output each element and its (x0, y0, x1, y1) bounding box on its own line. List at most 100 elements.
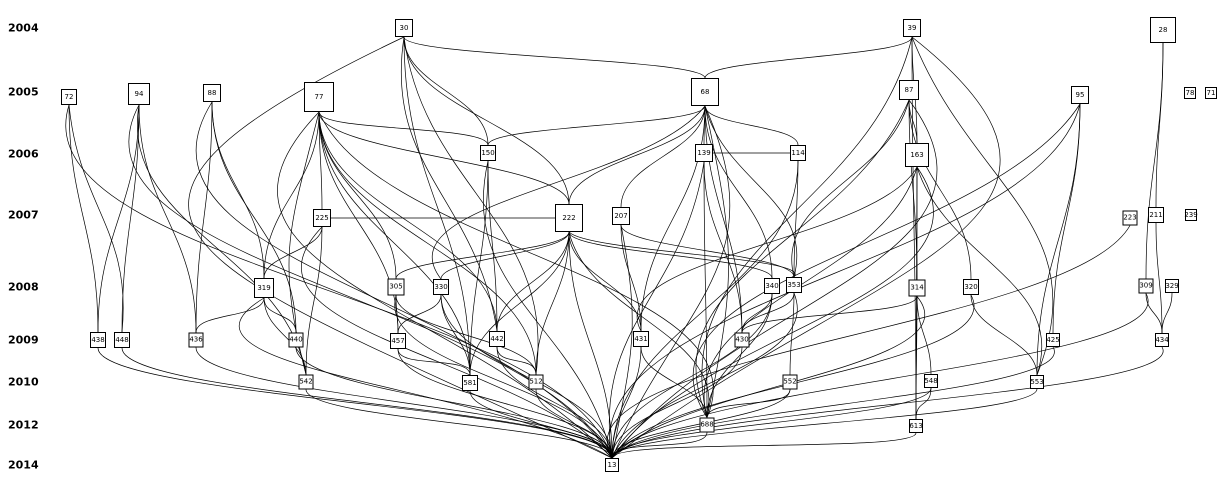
graph-edge-457-581 (397, 348, 471, 376)
graph-edge-330-13 (440, 294, 613, 459)
graph-edge-448-13 (121, 347, 613, 459)
graph-node-552: 552 (782, 374, 798, 390)
graph-edge-223-13 (607, 225, 1131, 459)
graph-edge-88-319 (211, 101, 265, 279)
graph-edge-222-581 (469, 231, 570, 376)
graph-node-71: 71 (1205, 87, 1217, 99)
graph-edge-77-688 (318, 111, 714, 418)
graph-edge-95-553 (1036, 103, 1081, 376)
year-label-2005: 2005 (8, 85, 39, 99)
graph-edge-330-457 (397, 294, 442, 334)
graph-node-95: 95 (1071, 86, 1089, 104)
graph-edge-442-13 (496, 346, 613, 459)
graph-edge-319-542 (263, 297, 307, 375)
graph-edge-442-512 (496, 346, 537, 375)
graph-edge-28-309 (1145, 42, 1164, 279)
graph-edge-340-13 (611, 293, 773, 459)
graph-edge-431-688 (640, 346, 708, 418)
graph-edge-30-442 (400, 36, 498, 332)
graph-edge-613-13 (611, 432, 917, 459)
graph-node-434: 434 (1155, 333, 1169, 347)
graph-edge-434-13 (611, 346, 1164, 459)
graph-edge-39-553 (911, 36, 1054, 376)
graph-edge-163-553 (916, 166, 1043, 376)
graph-node-163: 163 (905, 143, 929, 167)
graph-edge-30-222 (403, 36, 570, 205)
graph-edge-512-13 (535, 389, 613, 459)
graph-edge-139-13 (608, 161, 705, 459)
graph-edge-548-13 (611, 387, 932, 459)
graph-node-430: 430 (734, 332, 750, 348)
graph-edge-314-430 (741, 296, 918, 333)
graph-edge-542-13 (305, 389, 613, 459)
graph-edge-211-434 (1155, 222, 1163, 334)
graph-node-425: 425 (1046, 333, 1060, 347)
graph-edge-77-150 (318, 111, 489, 146)
graph-edge-207-431 (620, 224, 642, 332)
year-label-2009: 2009 (8, 333, 39, 347)
graph-edge-77-581 (318, 111, 471, 376)
graph-node-88: 88 (203, 84, 221, 102)
graph-edge-95-425 (1052, 103, 1081, 334)
graph-edge-222-340 (568, 231, 773, 279)
graph-node-319: 319 (254, 278, 274, 298)
graph-edge-688-13 (611, 432, 708, 459)
graph-edge-305-512 (395, 295, 537, 375)
graph-edge-305-13 (394, 295, 613, 459)
graph-edge-139-430 (703, 161, 743, 333)
graph-edge-68-431 (640, 105, 706, 332)
graph-edge-94-438 (97, 104, 140, 333)
graph-node-239: 239 (1184, 209, 1198, 221)
graph-edge-309-434 (1145, 293, 1163, 334)
graph-edge-319-436 (195, 297, 265, 333)
graph-node-688: 688 (699, 417, 715, 433)
graph-node-223: 223 (1122, 210, 1138, 226)
graph-edge-39-68 (704, 36, 913, 79)
graph-edge-320-553 (970, 294, 1038, 376)
graph-node-78: 78 (1184, 87, 1196, 99)
graph-edge-30-150 (403, 36, 489, 146)
graph-edge-222-442 (496, 231, 570, 332)
graph-edge-68-330 (431, 105, 706, 280)
graph-node-548: 548 (924, 374, 938, 388)
graph-edge-72-13 (65, 104, 613, 459)
graph-edge-68-353 (704, 105, 798, 278)
graph-edge-222-330 (440, 231, 570, 280)
graph-edge-30-581 (403, 36, 471, 376)
graph-edge-39-13 (611, 36, 1001, 459)
graph-node-225: 225 (313, 209, 331, 227)
graph-node-68: 68 (691, 78, 719, 106)
graph-node-139: 139 (695, 144, 713, 162)
graph-node-613: 613 (909, 419, 923, 433)
graph-node-438: 438 (90, 332, 106, 348)
graph-edge-30-68 (403, 36, 706, 79)
graph-edge-72-448 (68, 104, 124, 333)
graph-node-340: 340 (764, 278, 780, 294)
graph-edge-319-440 (263, 297, 297, 333)
graph-node-314: 314 (908, 279, 926, 297)
graph-edge-94-448 (121, 104, 140, 333)
graph-edge-353-552 (789, 292, 795, 375)
graph-edge-77-222 (318, 111, 570, 205)
graph-edge-68-430 (704, 105, 743, 333)
graph-node-94: 94 (128, 83, 150, 105)
graph-edge-222-431 (568, 231, 642, 332)
graph-edge-77-13 (277, 111, 613, 459)
graph-node-512: 512 (528, 374, 544, 390)
graph-edge-95-688 (692, 103, 1081, 418)
graph-edge-87-353 (791, 99, 910, 278)
graph-node-305: 305 (387, 278, 405, 296)
graph-edge-68-222 (568, 105, 706, 205)
graph-node-150: 150 (480, 145, 496, 161)
graph-edge-552-688 (706, 389, 791, 418)
graph-node-77: 77 (304, 82, 334, 112)
graph-node-72: 72 (61, 89, 77, 105)
graph-edge-68-114 (704, 105, 799, 146)
graph-edge-30-512 (403, 36, 539, 375)
graph-edge-207-13 (611, 224, 633, 459)
graph-node-542: 542 (298, 374, 314, 390)
year-label-2006: 2006 (8, 147, 39, 161)
graph-edge-150-442 (487, 160, 498, 332)
